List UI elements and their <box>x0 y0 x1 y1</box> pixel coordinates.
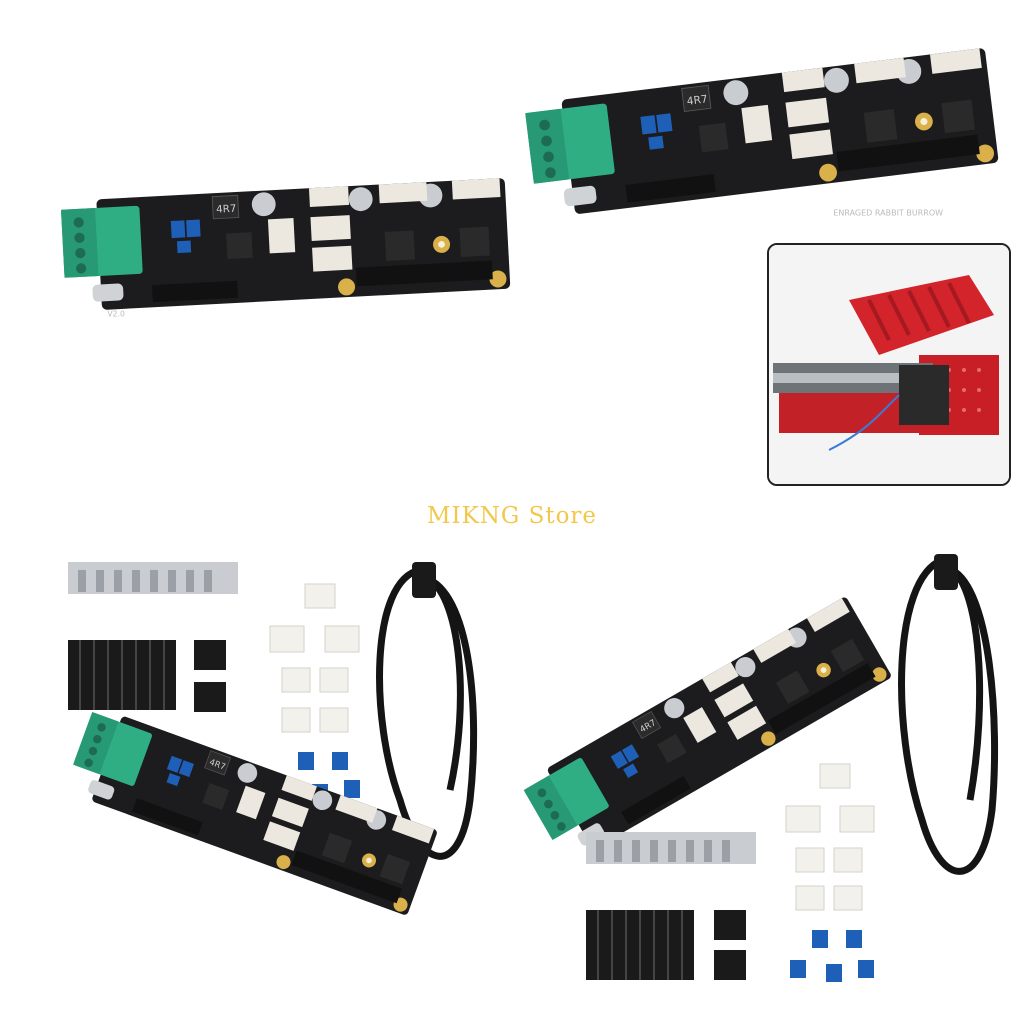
product-board-top-right: ENRAGED RABBIT BURROW <box>523 40 1004 244</box>
product-board-top-left: V2.0 <box>58 176 518 350</box>
mmu-device-inset <box>767 243 1011 486</box>
store-watermark: MIKNG Store <box>426 503 598 529</box>
board-version-label: V2.0 <box>107 309 125 318</box>
accessory-kit-left <box>0 540 512 1024</box>
board-brand-label: ENRAGED RABBIT BURROW <box>833 209 943 218</box>
accessory-kit-right <box>512 520 1024 1024</box>
